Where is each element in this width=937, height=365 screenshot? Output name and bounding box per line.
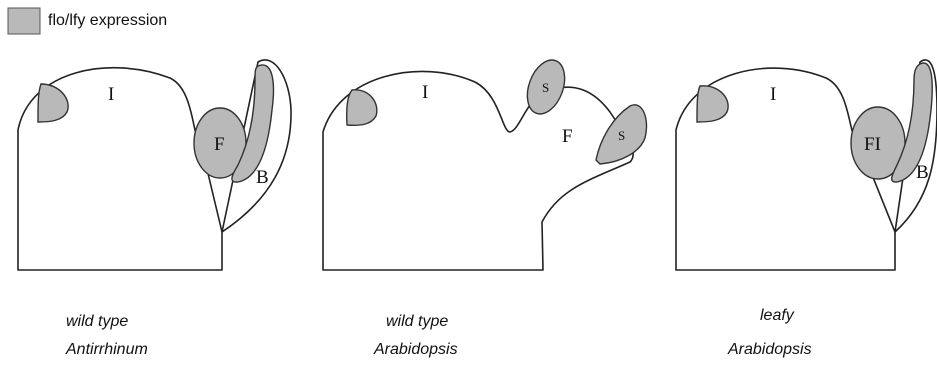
panel-leafy: I FI B leafy Arabidopsis [676, 60, 937, 358]
bract-label: B [256, 167, 269, 188]
legend: flo/lfy expression [8, 8, 167, 34]
inflorescence-label: I [422, 82, 428, 103]
panel-arabidopsis: I F S S wild type Arabidopsis [323, 55, 647, 358]
flower-label: F [214, 134, 225, 155]
legend-label: flo/lfy expression [48, 12, 167, 29]
caption-line2: Antirrhinum [65, 341, 148, 358]
inflorescence-label: I [108, 84, 114, 105]
caption-line1: wild type [386, 313, 448, 330]
caption-line2: Arabidopsis [373, 341, 458, 358]
legend-swatch [8, 8, 40, 34]
bract-label: B [916, 162, 929, 183]
inflorescence-label: I [770, 84, 776, 105]
flower-label: F [562, 126, 573, 147]
caption-line1: wild type [66, 313, 128, 330]
flower-label: FI [864, 134, 881, 155]
caption-line2: Arabidopsis [727, 341, 812, 358]
upper-sepal-label: S [542, 80, 549, 95]
caption-line1: leafy [760, 307, 795, 324]
lower-sepal-label: S [618, 128, 625, 143]
panel-antirrhinum: I F B wild type Antirrhinum [18, 60, 291, 358]
